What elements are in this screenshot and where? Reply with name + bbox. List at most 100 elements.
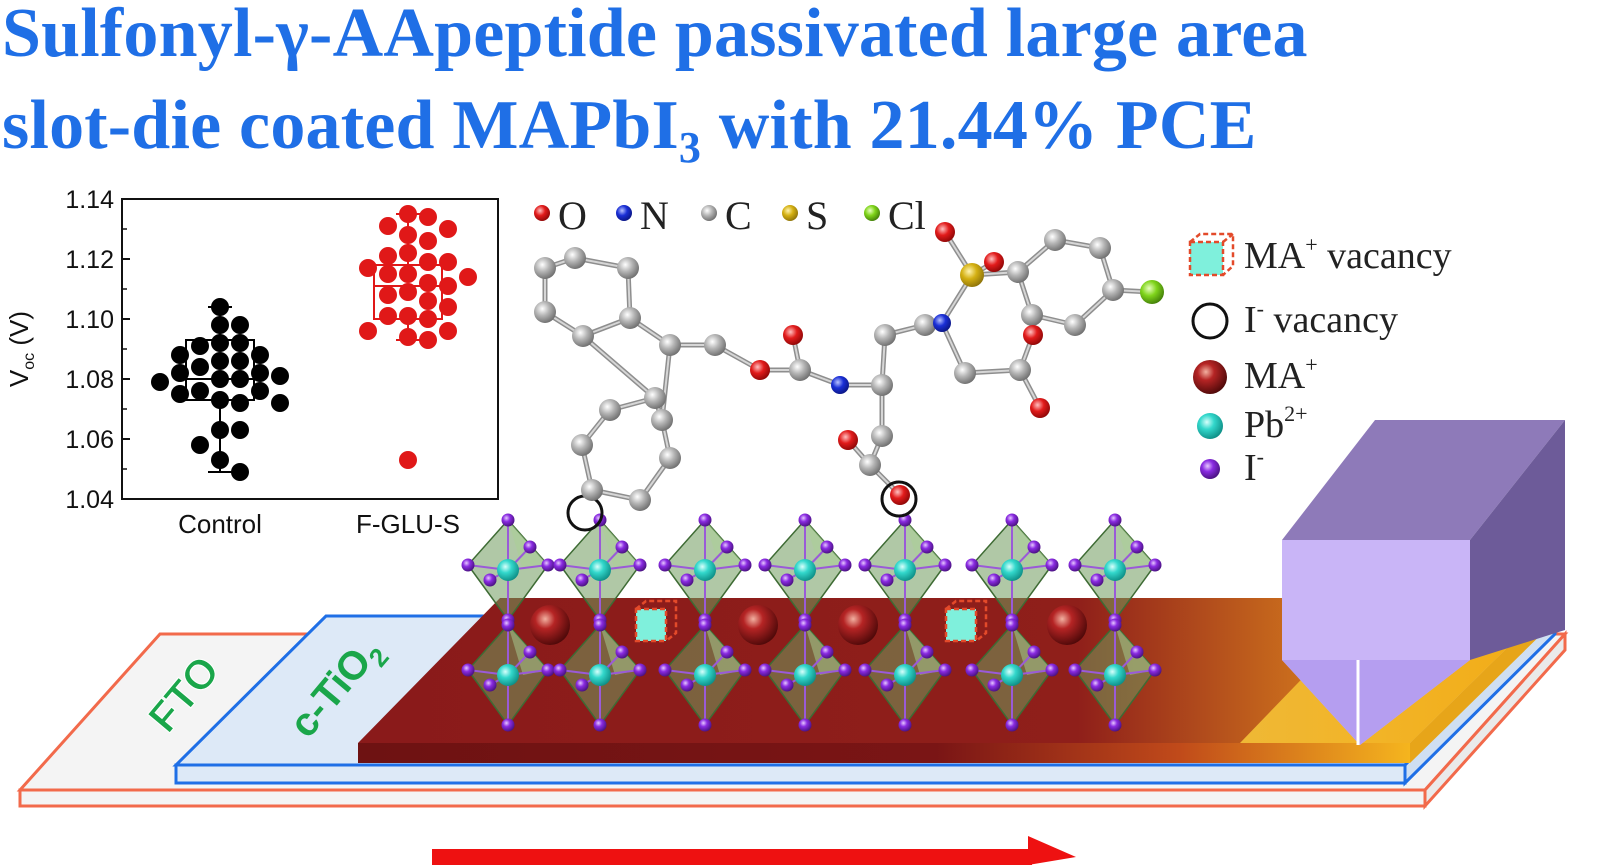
i-vacancy-marker-bound <box>880 480 918 518</box>
iodide-ion <box>1090 678 1104 692</box>
iodide-ion <box>483 573 497 587</box>
y-tick-label: 1.10 <box>65 306 114 334</box>
molecular-bond-highlight <box>582 335 656 399</box>
iodide-ion <box>965 558 979 572</box>
iodide-ion <box>593 618 607 632</box>
c-atom <box>581 479 603 501</box>
data-point <box>419 208 437 226</box>
data-point <box>191 382 209 400</box>
atom-key-o: O <box>558 193 587 238</box>
iodide-ion <box>633 663 647 677</box>
iodide-ion <box>575 573 589 587</box>
title-line-2-sub: 3 <box>678 123 702 172</box>
x-category-fglus: F-GLU-S <box>356 509 460 539</box>
c-atom <box>1009 359 1031 381</box>
c-atom <box>1089 237 1111 259</box>
c-atom <box>1102 279 1124 301</box>
n-atom <box>831 376 849 394</box>
o-atom <box>783 325 803 345</box>
y-tick-label: 1.04 <box>65 486 114 514</box>
ma-vacancy-icon <box>1188 232 1235 277</box>
pb-ion <box>589 559 611 581</box>
ma-ion <box>838 605 878 645</box>
iodide-ion <box>461 663 475 677</box>
data-point <box>419 292 437 310</box>
iodide-ion <box>658 558 672 572</box>
iodide-ion <box>965 663 979 677</box>
iodide-ion <box>920 645 934 659</box>
iodide-ion <box>553 558 567 572</box>
data-point <box>379 286 397 304</box>
data-point <box>439 298 457 316</box>
c-atom <box>599 399 621 421</box>
pb-ion <box>694 559 716 581</box>
pb-ion <box>894 664 916 686</box>
iodide-ion <box>1027 645 1041 659</box>
data-point <box>211 352 229 370</box>
iodide-ion <box>575 678 589 692</box>
c-atom <box>572 325 594 347</box>
data-point <box>191 436 209 454</box>
cl-atom <box>1140 280 1164 304</box>
iodide-ion <box>858 558 872 572</box>
pb-ion <box>1104 559 1126 581</box>
legend-pb: Pb2+ <box>1244 401 1308 447</box>
iodide-ion <box>658 663 672 677</box>
voc-chart: 1.041.061.081.101.121.14 Voc (V) Control… <box>4 186 499 539</box>
c-atom <box>914 314 936 336</box>
c-atom <box>859 454 881 476</box>
data-point <box>151 373 169 391</box>
iodide-ion <box>738 558 752 572</box>
pb-ion <box>589 664 611 686</box>
data-point <box>231 421 249 439</box>
iodide-ion <box>720 540 734 554</box>
sulfonyl-aapeptide-molecule <box>534 222 1164 511</box>
iodide-ion <box>938 663 952 677</box>
iodide-ion <box>938 558 952 572</box>
iodide-ion-icon <box>1200 459 1220 479</box>
ma-ion <box>738 605 778 645</box>
o-atom <box>1023 325 1043 345</box>
iodide-ion <box>798 513 812 527</box>
iodide-ion <box>780 678 794 692</box>
legend-ma: MA+ <box>1244 352 1318 398</box>
iodide-ion <box>1005 618 1019 632</box>
data-point <box>359 322 377 340</box>
pb-ion-icon <box>1197 413 1223 439</box>
ma-vacancy-edge <box>635 599 678 642</box>
data-point <box>399 265 417 283</box>
data-point <box>211 316 229 334</box>
atom-key-c: C <box>725 193 752 238</box>
c-atom <box>534 257 556 279</box>
c-atom <box>644 387 666 409</box>
ma-vacancy <box>944 607 978 643</box>
iodide-ion <box>1090 573 1104 587</box>
data-point <box>231 394 249 412</box>
iodide-ion <box>758 558 772 572</box>
data-point <box>419 331 437 349</box>
s-atom <box>960 263 984 287</box>
iodide-ion <box>820 645 834 659</box>
data-point <box>459 268 477 286</box>
iodide-ion <box>501 513 515 527</box>
c-atom <box>564 247 586 269</box>
c-atom <box>1044 229 1066 251</box>
iodide-ion <box>541 558 555 572</box>
iodide-ion <box>615 645 629 659</box>
legend-symbols <box>1188 232 1235 479</box>
pb-ion <box>694 664 716 686</box>
n-atom <box>933 314 951 332</box>
o-atom <box>935 222 955 242</box>
o-atom <box>838 430 858 450</box>
data-point <box>439 277 457 295</box>
c-atom-icon <box>701 205 717 221</box>
iodide-ion <box>798 618 812 632</box>
data-point <box>231 463 249 481</box>
iodide-ion <box>838 663 852 677</box>
pb-ion <box>497 664 519 686</box>
c-atom <box>659 334 681 356</box>
iodide-ion <box>1005 513 1019 527</box>
data-point <box>379 265 397 283</box>
data-point <box>399 205 417 223</box>
